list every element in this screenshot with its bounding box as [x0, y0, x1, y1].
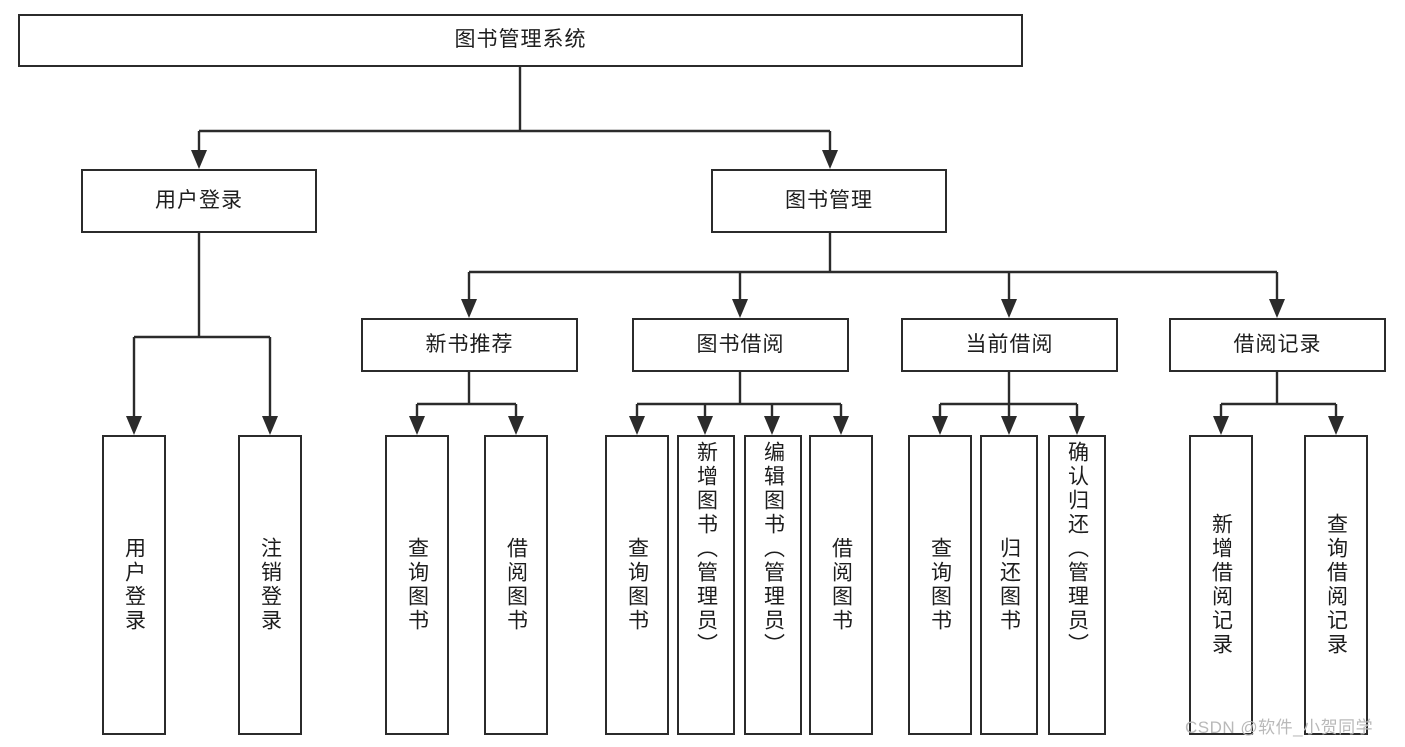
node-label: 新增图书（管理员） [694, 441, 718, 657]
node-label: 查询借阅记录 [1324, 513, 1348, 657]
csdn-watermark: CSDN @软件_小贺同学 [1185, 718, 1374, 737]
arrow-current-leaf3 [1069, 416, 1085, 435]
node-leaf-borrow-book[interactable]: 借阅图书 [809, 435, 873, 735]
node-leaf-return-book[interactable]: 归还图书 [980, 435, 1038, 735]
node-leaf-user-login[interactable]: 用户登录 [102, 435, 166, 735]
node-leaf-borrow-book-recommend[interactable]: 借阅图书 [484, 435, 548, 735]
arrow-record [1269, 299, 1285, 318]
node-label: 归还图书 [997, 537, 1021, 633]
arrow-borrow-leaf2 [697, 416, 713, 435]
node-label: 用户登录 [155, 188, 243, 212]
arrow-current-leaf1 [932, 416, 948, 435]
node-label: 用户登录 [122, 537, 146, 633]
arrow-newbook-leaf1 [409, 416, 425, 435]
arrow-user-login-leaf2 [262, 416, 278, 435]
arrow-record-leaf1 [1213, 416, 1229, 435]
arrow-user-login [191, 150, 207, 169]
node-label: 确认归还（管理员） [1065, 441, 1089, 657]
node-user-login[interactable]: 用户登录 [81, 169, 317, 233]
node-label: 新增借阅记录 [1209, 513, 1233, 657]
node-leaf-query-borrow-record[interactable]: 查询借阅记录 [1304, 435, 1368, 735]
node-label: 图书管理系统 [454, 28, 587, 52]
arrow-borrow-leaf1 [629, 416, 645, 435]
node-leaf-logout-login[interactable]: 注销登录 [238, 435, 302, 735]
node-leaf-query-book-current[interactable]: 查询图书 [908, 435, 972, 735]
node-borrow-record[interactable]: 借阅记录 [1169, 318, 1386, 372]
node-label: 新书推荐 [425, 332, 514, 356]
arrow-record-leaf2 [1328, 416, 1344, 435]
node-label: 借阅图书 [504, 537, 528, 633]
node-label: 借阅记录 [1233, 332, 1322, 356]
node-book-management[interactable]: 图书管理 [711, 169, 947, 233]
node-root-system[interactable]: 图书管理系统 [18, 14, 1023, 67]
arrow-current [1001, 299, 1017, 318]
arrow-current-leaf2 [1001, 416, 1017, 435]
arrow-newbook-leaf2 [508, 416, 524, 435]
node-label: 借阅图书 [829, 537, 853, 633]
arrow-newbook [461, 299, 477, 318]
node-leaf-add-book-admin[interactable]: 新增图书（管理员） [677, 435, 735, 735]
node-leaf-add-borrow-record[interactable]: 新增借阅记录 [1189, 435, 1253, 735]
node-book-borrow[interactable]: 图书借阅 [632, 318, 849, 372]
arrow-user-login-leaf1 [126, 416, 142, 435]
node-label: 注销登录 [258, 537, 282, 633]
node-leaf-edit-book-admin[interactable]: 编辑图书（管理员） [744, 435, 802, 735]
arrow-book-manage [822, 150, 838, 169]
node-new-book-recommend[interactable]: 新书推荐 [361, 318, 578, 372]
node-label: 图书借阅 [696, 332, 785, 356]
node-label: 当前借阅 [965, 332, 1054, 356]
arrow-borrow-leaf4 [833, 416, 849, 435]
node-label: 查询图书 [928, 537, 952, 633]
node-label: 查询图书 [405, 537, 429, 633]
node-label: 查询图书 [625, 537, 649, 633]
node-leaf-query-book-recommend[interactable]: 查询图书 [385, 435, 449, 735]
node-leaf-query-book-borrow[interactable]: 查询图书 [605, 435, 669, 735]
node-leaf-confirm-return-admin[interactable]: 确认归还（管理员） [1048, 435, 1106, 735]
arrow-borrow [732, 299, 748, 318]
node-label: 编辑图书（管理员） [761, 441, 785, 657]
node-current-borrow[interactable]: 当前借阅 [901, 318, 1118, 372]
node-label: 图书管理 [785, 188, 873, 212]
arrow-borrow-leaf3 [764, 416, 780, 435]
